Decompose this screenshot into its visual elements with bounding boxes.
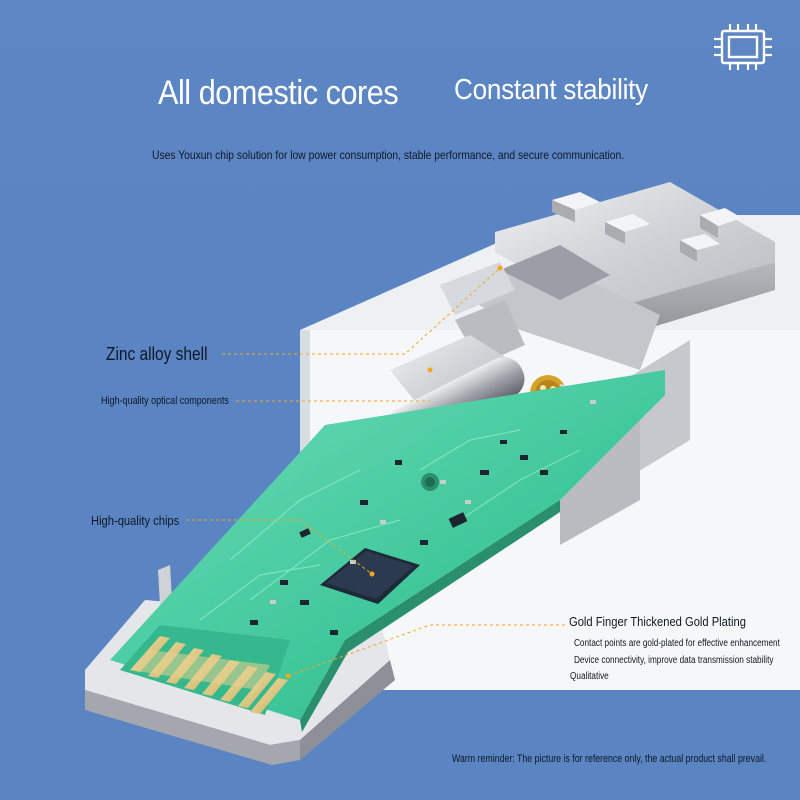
metal-housing [440, 182, 775, 545]
callout-gold-finger-title: Gold Finger Thickened Gold Plating [569, 614, 746, 629]
callout-high-quality-chips: High-quality chips [91, 513, 180, 528]
callout-optical-components: High-quality optical components [101, 395, 229, 407]
headline-constant-stability: Constant stability [454, 74, 648, 106]
warm-reminder: Warm reminder: The picture is for refere… [452, 753, 767, 765]
callout-gold-finger-line: Contact points are gold-plated for effec… [574, 638, 780, 649]
callout-gold-finger-line: Device connectivity, improve data transm… [574, 655, 774, 666]
callout-dots [285, 265, 503, 679]
callout-zinc-alloy-shell: Zinc alloy shell [106, 344, 208, 364]
pcb-board [110, 370, 665, 732]
subtitle: Uses Youxun chip solution for low power … [152, 148, 625, 162]
chip-icon [714, 24, 772, 70]
headline-domestic-cores: All domestic cores [158, 74, 399, 112]
callout-gold-finger-line: Qualitative [570, 671, 609, 682]
callout-lines [186, 267, 565, 677]
